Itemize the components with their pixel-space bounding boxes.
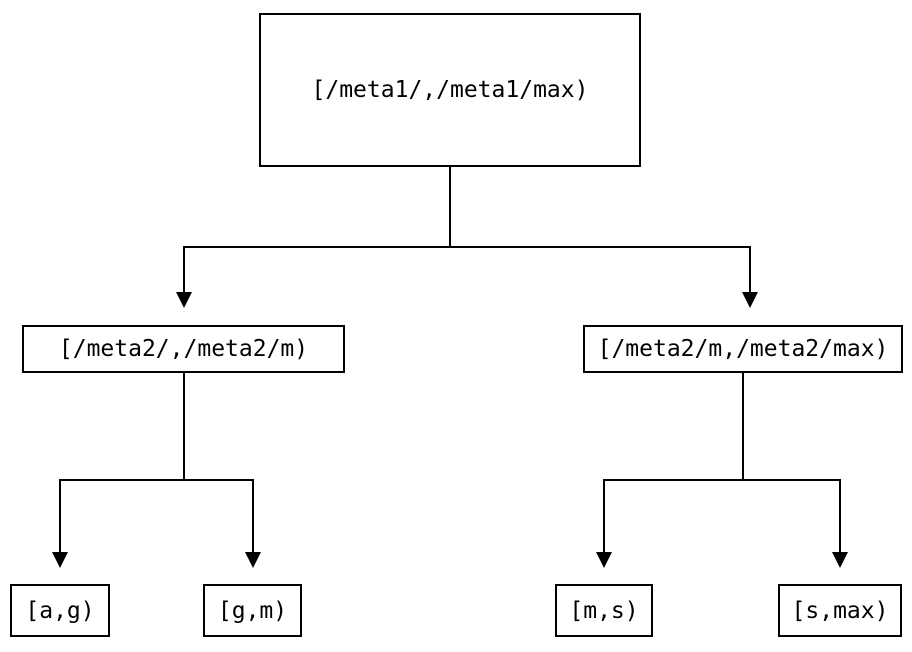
arrowhead-icon	[742, 292, 758, 308]
node-label: [m,s)	[569, 597, 639, 624]
arrowhead-icon	[832, 552, 848, 568]
node-root-meta1-range: [/meta1/,/meta1/max)	[259, 13, 641, 167]
node-leaf-g-m: [g,m)	[203, 584, 302, 637]
node-leaf-m-s: [m,s)	[555, 584, 653, 637]
node-label: [/meta2/m,/meta2/max)	[597, 336, 889, 362]
arrowhead-icon	[176, 292, 192, 308]
node-meta2-high-range: [/meta2/m,/meta2/max)	[583, 325, 903, 373]
node-label: [g,m)	[217, 597, 288, 624]
edge-meta2-low-to-leaf-gm	[184, 479, 261, 568]
arrowhead-icon	[596, 552, 612, 568]
node-label: [a,g)	[25, 597, 95, 624]
node-leaf-s-max: [s,max)	[778, 584, 902, 637]
edge-root-to-meta2-high	[450, 246, 758, 308]
node-leaf-a-g: [a,g)	[10, 584, 110, 637]
edge-meta2-high-to-leaf-ms	[596, 373, 744, 568]
edge-meta2-low-to-leaf-ag	[52, 373, 185, 568]
arrowhead-icon	[52, 552, 68, 568]
node-label: [s,max)	[791, 597, 889, 624]
edge-root-to-meta2-low	[176, 167, 451, 308]
node-meta2-low-range: [/meta2/,/meta2/m)	[22, 325, 345, 373]
edge-meta2-high-to-leaf-smax	[743, 479, 848, 568]
node-label: [/meta2/,/meta2/m)	[58, 336, 309, 362]
node-label: [/meta1/,/meta1/max)	[311, 77, 589, 103]
arrowhead-icon	[245, 552, 261, 568]
